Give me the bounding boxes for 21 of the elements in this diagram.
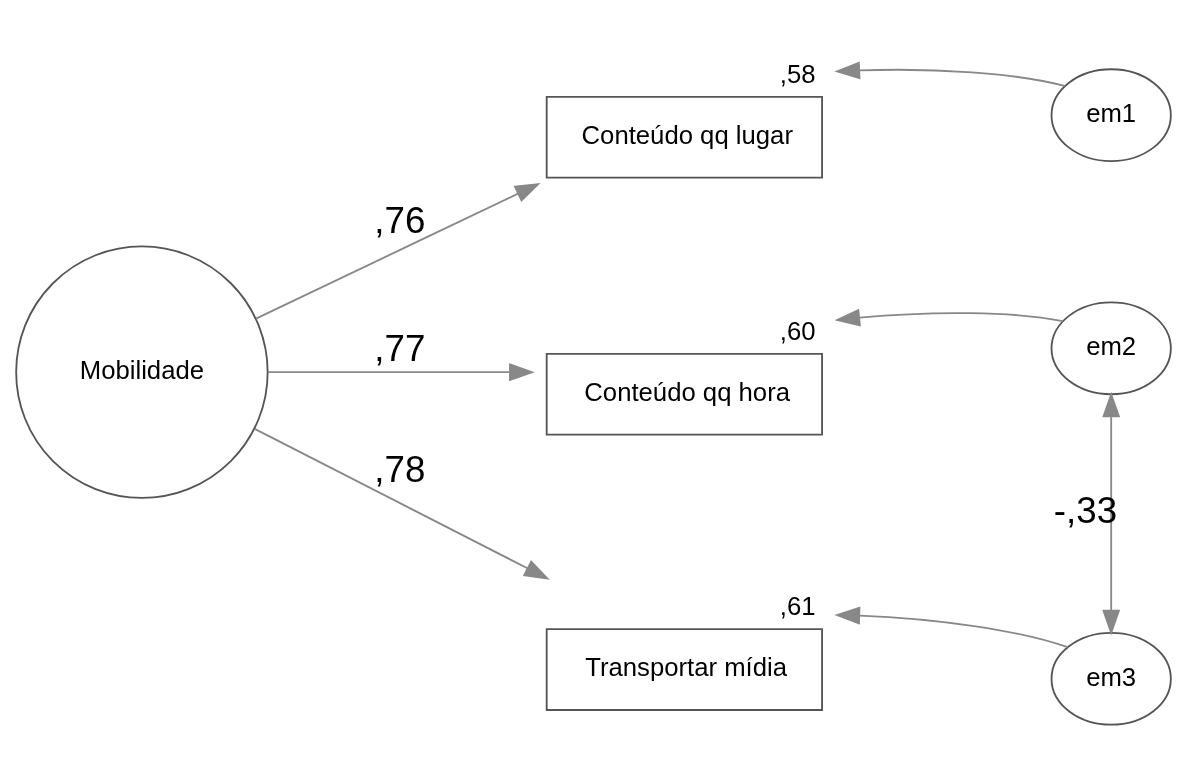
arrow	[267, 363, 535, 382]
node-label: ,60	[779, 316, 816, 345]
node-label: ,61	[779, 591, 816, 620]
arrow	[255, 182, 541, 320]
arrow	[253, 428, 550, 580]
edge-label: ,77	[374, 328, 426, 370]
edge-label: -,33	[1053, 489, 1118, 531]
arrow	[1102, 391, 1121, 636]
node-ellipse: em1	[1050, 68, 1172, 162]
arrow	[834, 61, 1066, 87]
node-label: ,58	[779, 59, 816, 88]
arrow	[834, 606, 1069, 649]
node-box: Conteúdo qq hora	[545, 352, 823, 436]
node-ellipse: em2	[1050, 301, 1172, 396]
node-circle: Mobilidade	[15, 245, 269, 499]
node-box: Conteúdo qq lugar	[545, 95, 823, 179]
node-box: Transportar mídia	[545, 628, 823, 711]
edge-label: ,78	[374, 449, 426, 491]
edge-label: ,76	[374, 199, 426, 241]
node-ellipse: em3	[1050, 631, 1172, 726]
arrow	[834, 308, 1064, 327]
